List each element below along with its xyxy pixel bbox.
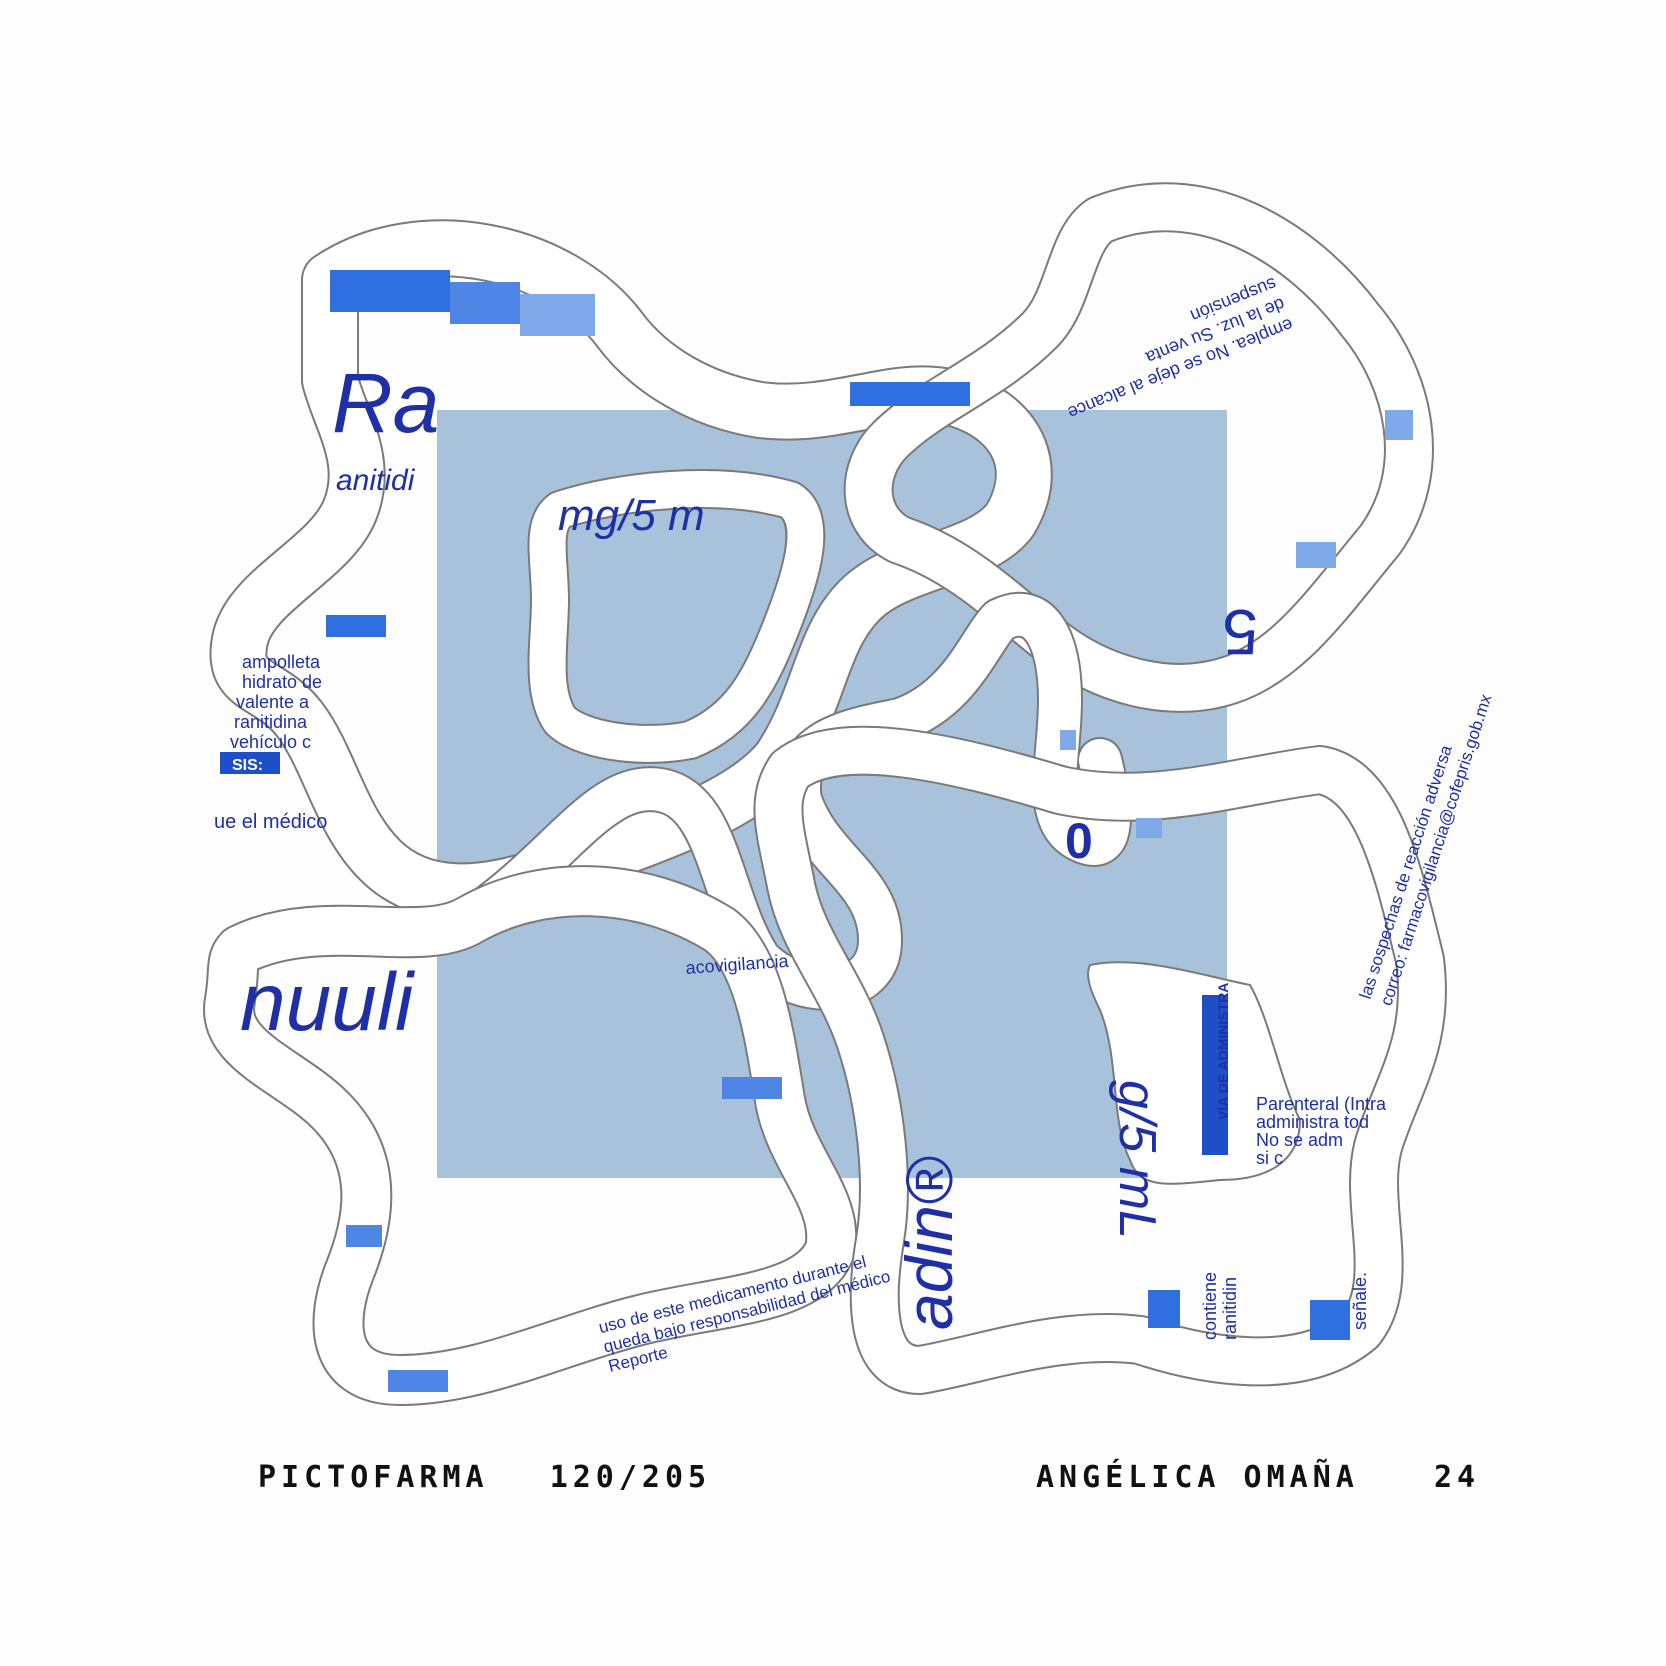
caption-left: PICTOFARMA 120/205 [258,1458,711,1498]
piece-number: 24 [1433,1460,1481,1495]
fragment-parenteral: Parenteral (Intra administra tod No se a… [1256,1094,1391,1168]
cutout-loop-bottom-left [203,865,858,1406]
fragment-brand-bottom-mid: adin® [892,1156,966,1330]
fragment-dosis: SIS: [232,757,263,774]
fragment-zero: 0 [1065,813,1093,869]
fragment-brand-top: Ra [332,356,439,450]
series-title: PICTOFARMA [258,1460,489,1495]
fragment-dose-bottom: g/5 mL [1108,1080,1166,1239]
fragment-senale: señale. [1350,1272,1370,1330]
fragment-brand-bottom-left: nuuli [240,957,416,1048]
artist-name: ANGÉLICA OMAÑA [1036,1460,1359,1495]
fragment-left-text: ampolleta hidrato de valente a ranitidin… [230,652,327,752]
fragment-dose-top: mg/5 m [558,491,705,540]
caption-right: ANGÉLICA OMAÑA 24 [1036,1458,1480,1498]
fragment-big-5: 5 [1222,596,1258,668]
fragment-medico: ue el médico [214,811,327,833]
color-bars [220,270,1413,1392]
cutout-loop-bottom-middle [753,725,1447,1395]
fragment-via: VÍA DE ADMINISTRA [1215,983,1231,1120]
fragment-brand-sub: anitidi [336,464,416,497]
edition-number: 120/205 [549,1460,712,1495]
cutout-loop-top-left [209,219,1053,921]
fragment-contiene: contiene ranitidin [1200,1267,1240,1340]
cutout-loop-small-square [527,469,826,764]
cutout-solid-fragment [1087,961,1302,1185]
